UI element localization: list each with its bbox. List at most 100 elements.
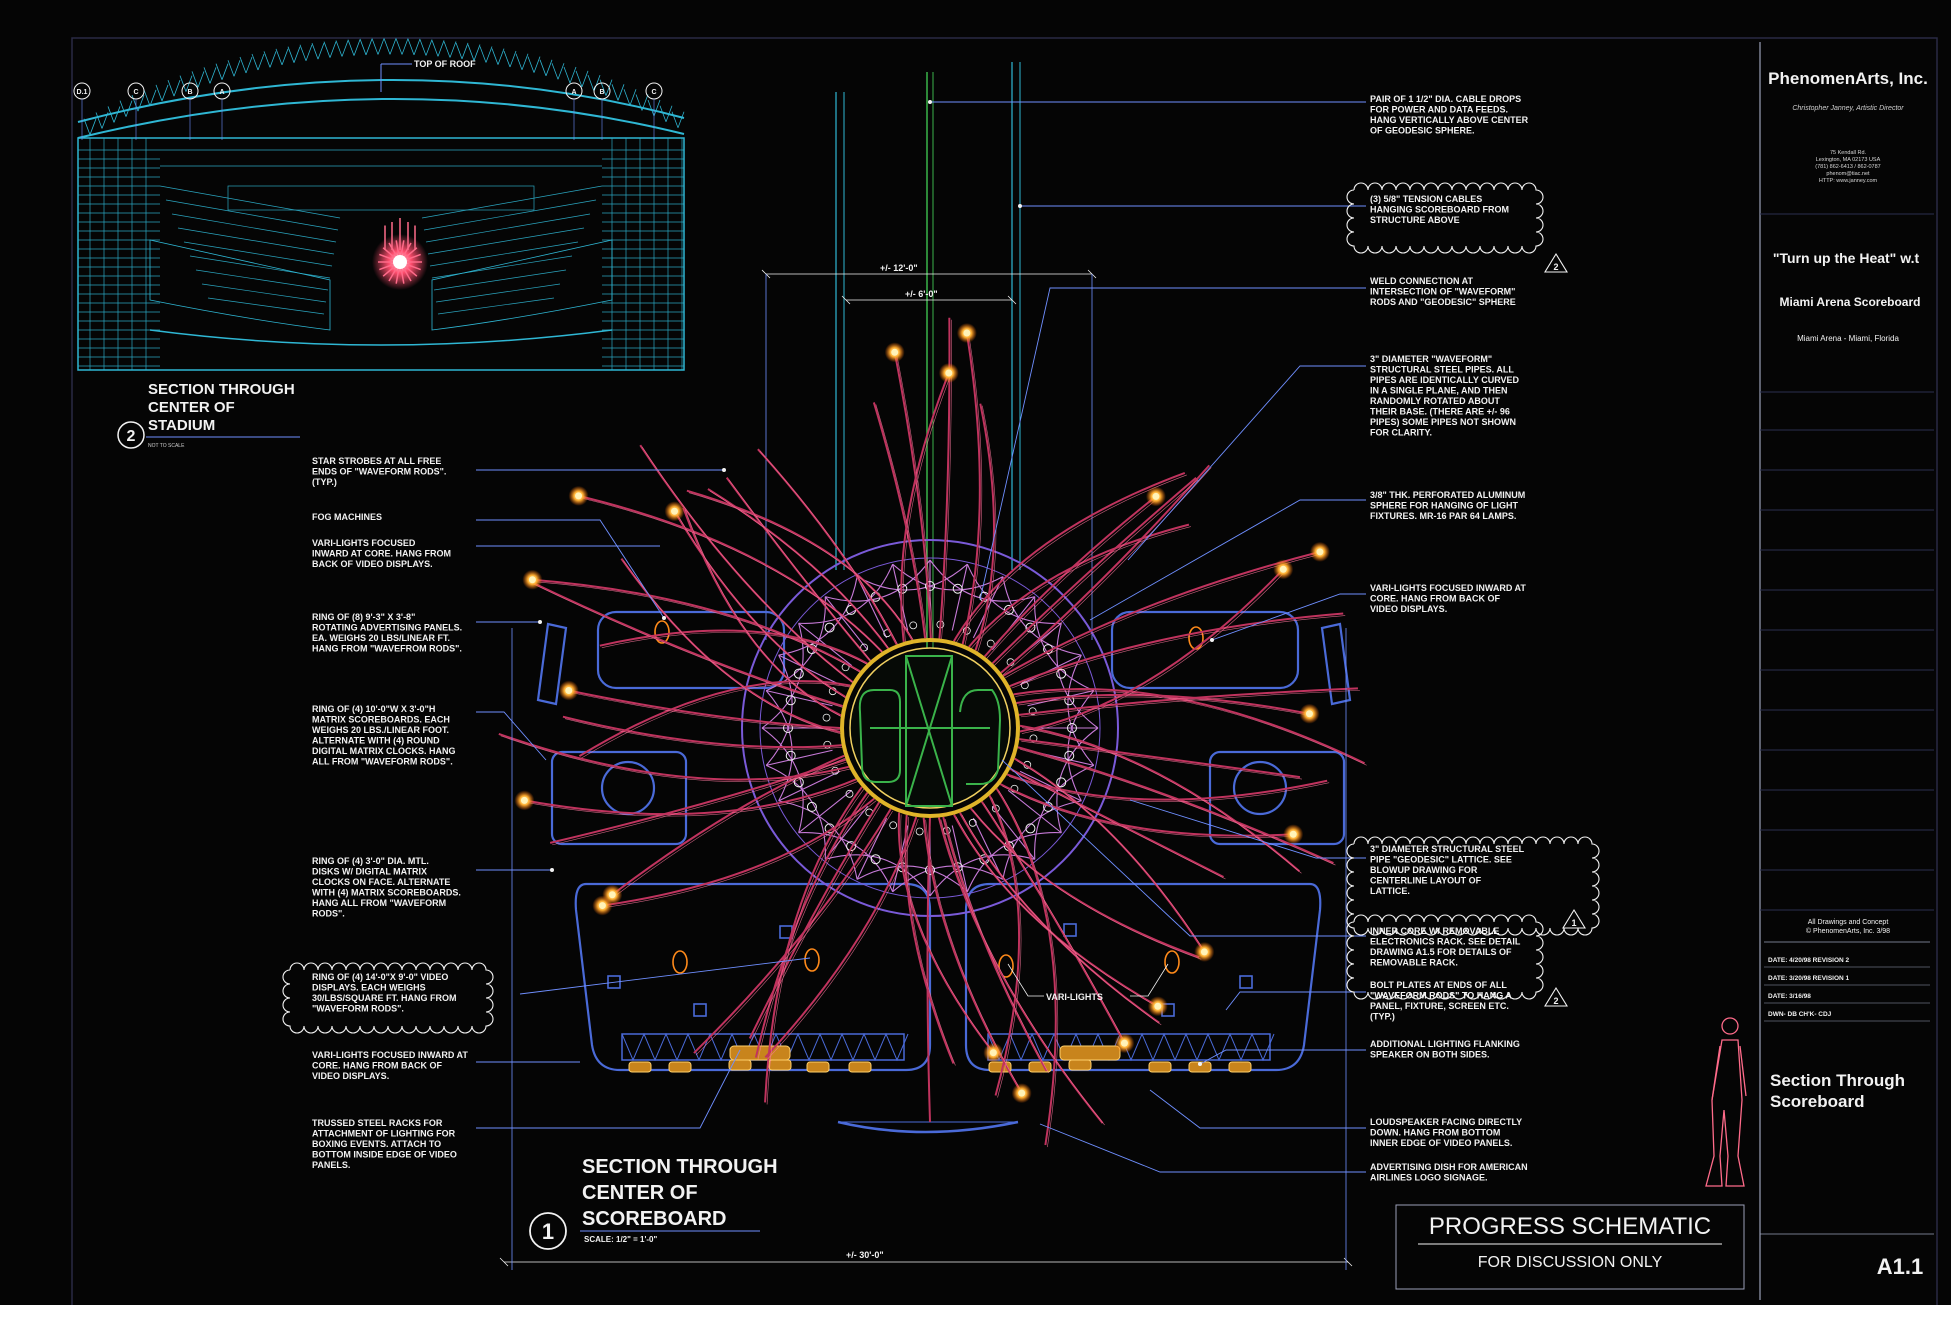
- grid-bubble-label: B: [599, 89, 604, 96]
- note-right-line: INNER CORE W/ REMOVABLE: [1370, 926, 1499, 936]
- note-right: BOLT PLATES AT ENDS OF ALL"WAVEFORM RODS…: [1370, 980, 1512, 1022]
- note-left-line: TRUSSED STEEL RACKS FOR: [312, 1118, 443, 1128]
- dimension-top-inner: +/- 6'-0": [905, 289, 938, 299]
- leader-line: [1001, 759, 1366, 937]
- note-left-line: STAR STROBES AT ALL FREE: [312, 456, 441, 466]
- note-left-line: PANELS.: [312, 1160, 350, 1170]
- stadium-section-inset: [77, 38, 685, 371]
- stadium-structure-lines: [78, 138, 684, 370]
- inner-core: [840, 638, 1020, 818]
- company-address: 75 Kendall Rd.Lexington, MA 02173 USA(78…: [1815, 150, 1880, 184]
- note-right-line: PANEL, FIXTURE, SCREEN ETC.: [1370, 1001, 1509, 1011]
- revision-cloud: [1346, 914, 1544, 1000]
- note-right-line: THEIR BASE. (THERE ARE +/- 96: [1370, 407, 1510, 417]
- annotation-leaders: [476, 100, 1366, 1173]
- note-right-line: IN A SINGLE PLANE, AND THEN: [1370, 386, 1508, 396]
- advertising-dish: [837, 1120, 1019, 1134]
- note-right-line: LOUDSPEAKER FACING DIRECTLY: [1370, 1117, 1522, 1127]
- scoreboard-title-block: SECTION THROUGH CENTER OF SCOREBOARD 1 S…: [529, 1156, 778, 1250]
- note-left-line: RODS".: [312, 909, 345, 919]
- leader-line: [979, 287, 1366, 601]
- waveform-rod: [524, 778, 857, 816]
- copyright-line-2: © PhenomenArts, Inc. 3/98: [1806, 927, 1890, 935]
- dimension-bottom: +/- 30'-0": [846, 1250, 884, 1260]
- waveform-rod: [562, 715, 842, 749]
- note-right-line: ELECTRONICS RACK. SEE DETAIL: [1370, 937, 1521, 947]
- note-left: RING OF (4) 14'-0"X 9'-0" VIDEODISPLAYS.…: [312, 972, 457, 1014]
- vari-light: [998, 954, 1014, 978]
- waveform-rod: [937, 817, 1104, 1124]
- leader-line: [476, 1049, 741, 1129]
- note-left-line: ENDS OF "WAVEFORM RODS".: [312, 467, 446, 477]
- scoreboard-title-line-1: SECTION THROUGH: [582, 1156, 778, 1178]
- advertising-panel-right: [1110, 610, 1300, 690]
- progress-schematic-box: PROGRESS SCHEMATIC FOR DISCUSSION ONLY: [1395, 1204, 1745, 1290]
- note-left-line: DISPLAYS. EACH WEIGHS: [312, 983, 426, 993]
- leader-line: [1199, 1049, 1366, 1065]
- scoreboard-detail-number: 1: [542, 1219, 554, 1244]
- note-right-line: FOR CLARITY.: [1370, 428, 1432, 438]
- leader-line: [1039, 1123, 1366, 1173]
- bolt-plate: [693, 1003, 707, 1017]
- note-left-line: RING OF (4) 10'-0"W X 3'-0"H: [312, 704, 435, 714]
- note-left-line: VARI-LIGHTS FOCUSED: [312, 538, 416, 548]
- waveform-rod: [897, 812, 995, 1054]
- lighting-fixture: [1028, 1061, 1052, 1073]
- grid-bubble-label: D.1: [77, 89, 88, 96]
- title-block: PhenomenArts, Inc. Christopher Janney, A…: [1705, 42, 1934, 1300]
- note-right-line: DRAWING A1.5 FOR DETAILS OF: [1370, 947, 1512, 957]
- note-right-line: PIPE "GEODESIC" LATTICE. SEE: [1370, 855, 1512, 865]
- waveform-rod: [611, 754, 845, 896]
- note-left-line: WITH (4) MATRIX SCOREBOARDS.: [312, 888, 461, 898]
- note-left-line: BACK OF VIDEO DISPLAYS.: [312, 559, 433, 569]
- waveform-rod: [999, 783, 1294, 837]
- bolt-plate: [1239, 975, 1253, 989]
- note-left-line: VIDEO DISPLAYS.: [312, 1071, 389, 1081]
- waveform-rod: [707, 488, 889, 649]
- note-right-line: 3" DIAMETER STRUCTURAL STEEL: [1370, 844, 1525, 854]
- waveform-rod: [1009, 767, 1224, 878]
- waveform-rod: [1018, 687, 1358, 716]
- lighting-fixture: [768, 1059, 792, 1071]
- project-location: Miami Arena - Miami, Florida: [1797, 334, 1899, 343]
- note-right-line: INTERSECTION OF "WAVEFORM": [1370, 287, 1515, 297]
- note-left-line: CORE. HANG FROM BACK OF: [312, 1061, 442, 1071]
- electronics-rack: [858, 655, 1002, 807]
- lighting-fixture: [1068, 1059, 1092, 1071]
- note-left-line: (TYP.): [312, 477, 337, 487]
- advertising-panel-edge-left: [536, 622, 568, 706]
- dimension-top-outer: +/- 12'-0": [880, 263, 918, 273]
- note-right-line: DOWN. HANG FROM BOTTOM: [1370, 1128, 1500, 1138]
- grid-bubble-label: C: [651, 89, 656, 96]
- note-left-line: EA. WEIGHS 20 LBS/LINEAR FT.: [312, 633, 450, 643]
- note-right-line: STRUCTURAL STEEL PIPES. ALL: [1370, 365, 1514, 375]
- note-right-line: BOLT PLATES AT ENDS OF ALL: [1370, 980, 1507, 990]
- stadium-title-line-3: STADIUM: [148, 417, 215, 434]
- address-line: 75 Kendall Rd.: [1830, 150, 1867, 156]
- leader-line: [1225, 991, 1366, 1011]
- note-left: RING OF (8) 9'-3" X 3'-8"ROTATING ADVERT…: [312, 612, 462, 654]
- page-bottom-margin: [0, 1305, 1951, 1334]
- leader-line: [1149, 1089, 1366, 1129]
- revision-clouds: [282, 182, 1600, 1034]
- lighting-fixture: [848, 1061, 872, 1073]
- waveform-rod: [961, 332, 981, 645]
- note-right-line: SPHERE FOR HANGING OF LIGHT: [1370, 501, 1519, 511]
- note-left-line: BOTTOM INSIDE EDGE OF VIDEO: [312, 1150, 457, 1160]
- vari-light: [804, 948, 820, 972]
- waveform-rod: [953, 471, 1186, 642]
- revision-number: 2: [1553, 996, 1558, 1006]
- progress-title: PROGRESS SCHEMATIC: [1429, 1213, 1711, 1240]
- revision-triangles: 212: [1544, 252, 1586, 1007]
- waveform-rod: [686, 489, 914, 641]
- vari-light: [672, 950, 688, 974]
- note-right-line: SPEAKER ON BOTH SIDES.: [1370, 1050, 1490, 1060]
- waveform-rod: [1006, 773, 1328, 801]
- top-of-roof-label: TOP OF ROOF: [414, 59, 476, 69]
- revision-cloud: [1346, 182, 1544, 254]
- advertising-panel-edge-right: [1320, 622, 1352, 706]
